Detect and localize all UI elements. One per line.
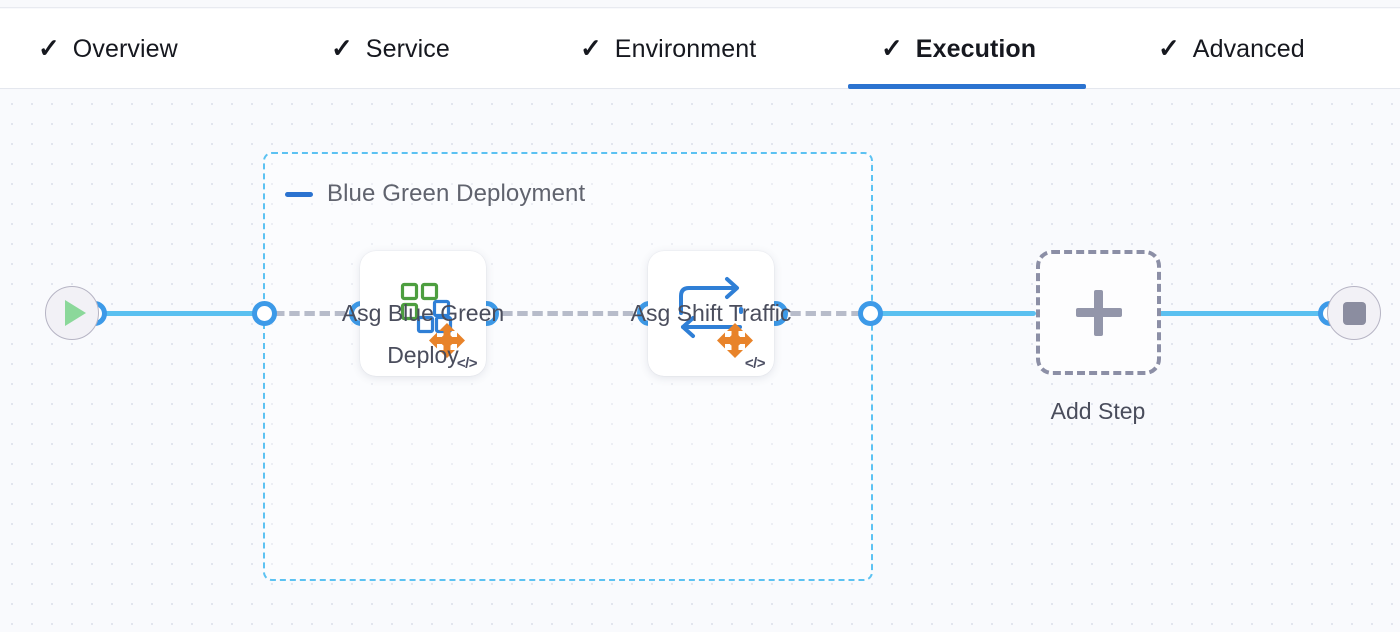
edge-start-to-stage: [95, 311, 270, 316]
add-step-button[interactable]: [1036, 250, 1161, 375]
tab-overview[interactable]: ✓ Overview: [20, 9, 196, 89]
tab-environment[interactable]: ✓ Environment: [562, 9, 774, 89]
add-step-label: Add Step: [1050, 398, 1146, 424]
check-icon: ✓: [580, 33, 602, 63]
connector-dot-stage-exit[interactable]: [858, 301, 883, 326]
edge-stage-entry-to-step1: [272, 311, 362, 316]
stage-group-header: Blue Green Deployment: [285, 180, 585, 208]
plus-icon: [1075, 289, 1122, 336]
tab-label: Service: [365, 34, 450, 63]
tab-label: Advanced: [1192, 34, 1305, 63]
step-node-asg-blue-green-deploy[interactable]: </>: [360, 251, 486, 376]
check-icon: ✓: [38, 33, 60, 63]
tab-advanced[interactable]: ✓ Advanced: [1140, 9, 1323, 89]
start-node[interactable]: [45, 286, 99, 340]
check-icon: ✓: [331, 33, 353, 63]
top-strip: [0, 0, 1400, 8]
end-node[interactable]: [1327, 286, 1381, 340]
tab-label: Overview: [72, 34, 178, 63]
minus-icon[interactable]: [285, 191, 313, 197]
tab-label: Environment: [614, 34, 757, 63]
check-icon: ✓: [881, 33, 903, 63]
tab-service[interactable]: ✓ Service: [313, 9, 468, 89]
tab-execution[interactable]: ✓ Execution: [863, 9, 1054, 89]
asg-shift-traffic-icon: [679, 277, 753, 358]
stage-group-title: Blue Green Deployment: [327, 180, 586, 207]
edge-step1-to-step2: [485, 311, 650, 316]
connector-dot-stage-entry[interactable]: [252, 301, 277, 326]
edge-stage-to-add-step: [876, 311, 1036, 316]
asg-blue-green-deploy-icon: [400, 282, 465, 358]
code-glyph-icon: </>: [744, 355, 766, 372]
tab-label: Execution: [915, 34, 1037, 63]
edge-add-step-to-end: [1159, 311, 1329, 316]
wizard-tab-bar: ✓ Overview ✓ Service ✓ Environment ✓ Exe…: [0, 9, 1400, 89]
stop-icon: [1342, 301, 1366, 325]
active-tab-underline: [848, 84, 1086, 89]
edge-step2-to-stage-exit: [773, 311, 871, 316]
play-icon: [65, 300, 86, 326]
check-icon: ✓: [1158, 33, 1180, 63]
step-node-asg-shift-traffic[interactable]: </>: [648, 251, 774, 376]
step-label-asg-blue-green-deploy: Asg Blue Green Deploy: [341, 300, 505, 368]
code-glyph-icon: </>: [456, 355, 478, 372]
step-label-asg-shift-traffic: Asg Shift Traffic: [630, 300, 792, 326]
pipeline-canvas[interactable]: Blue Green Deployment: [0, 90, 1400, 632]
